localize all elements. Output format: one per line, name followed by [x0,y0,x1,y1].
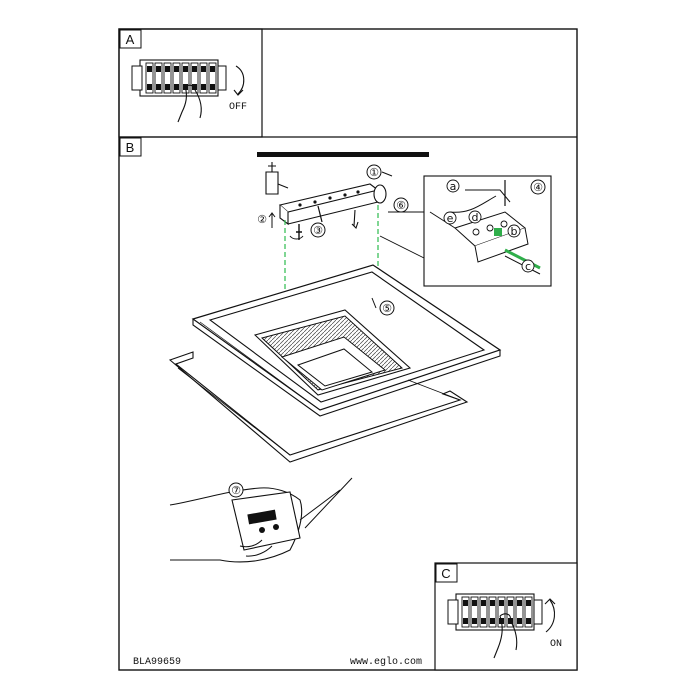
wall-plug-icon [296,224,302,240]
document-code: BLA99659 [133,657,181,668]
screwdriver-icon [317,205,323,223]
panel-b-label: B [126,140,135,155]
step-callout-6: ⑥ [393,197,409,213]
svg-text:①: ① [369,166,379,179]
wire-label-d: d [472,211,479,224]
svg-text:③: ③ [313,224,323,237]
panel-a-label: A [126,32,135,47]
panel-c-switch-state: ON [550,639,562,650]
wire-label-b: b [511,225,518,238]
svg-text:④: ④ [533,181,543,194]
ceiling-bar [257,152,429,157]
step-callout-3: ③ [289,222,326,240]
svg-text:⑤: ⑤ [382,302,392,315]
drill-icon [265,162,289,195]
step-callout-2: ② [257,212,276,228]
step-callout-7: ⑦ [228,482,244,498]
hand-finger-icon [177,84,202,123]
remote-control-hand [169,477,353,563]
panel-b-label-box [119,137,142,157]
mounting-bracket [278,183,387,226]
panel-a: A [118,28,263,138]
page-frame [118,28,578,671]
svg-text:②: ② [257,213,267,226]
lower-led-frame [168,351,469,463]
panel-c: C [434,562,578,671]
panel-a-switch-state: OFF [229,102,247,113]
panel-b: B ① ② [119,136,577,563]
svg-text:⑦: ⑦ [231,484,241,497]
screw-icon [351,209,359,230]
panel-c-label: C [441,566,450,581]
step-callout-5: ⑤ [371,297,395,316]
rotate-arrow-icon [545,599,555,633]
svg-text:⑥: ⑥ [396,199,406,212]
wiring-detail-inset: a b c d e ④ [379,175,552,287]
arrow-head-icon [233,89,244,96]
panel-a-label-box [119,29,142,49]
wire-label-c: c [525,260,531,273]
step-callout-1: ① [366,164,393,180]
arrow-head-icon [544,598,556,605]
step-callout-4: ④ [530,179,546,195]
rotate-arrow-icon [235,65,245,95]
hand-finger-icon [493,613,518,659]
website-url: www.eglo.com [350,656,422,668]
alignment-guides [284,205,379,362]
wire-label-e: e [447,212,454,225]
inner-led-frame [253,309,412,396]
breaker-switch-on-icon [447,593,543,631]
breaker-switch-off-icon [131,59,227,97]
wire-label-a: a [450,180,457,193]
panel-c-label-box [435,563,458,583]
